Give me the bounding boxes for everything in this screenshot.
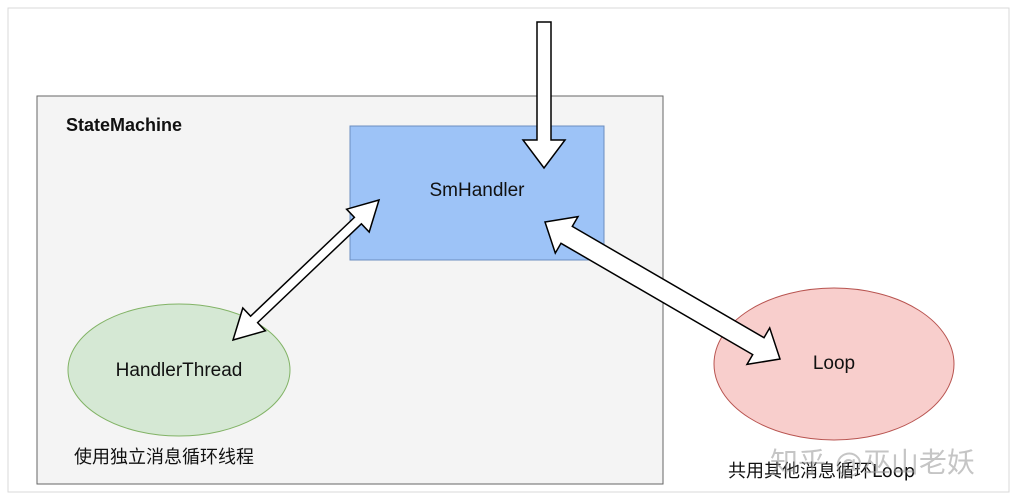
independent-loop-note: 使用独立消息循环线程 — [74, 447, 254, 468]
handlerthread-label: HandlerThread — [115, 360, 243, 381]
loop-label: Loop — [812, 353, 856, 374]
shared-loop-note: 共用其他消息循环Loop — [728, 461, 916, 482]
incoming-arrow — [521, 21, 567, 170]
loop-ellipse — [713, 287, 955, 441]
statemachine-label: StateMachine — [66, 115, 183, 135]
watermark: 知乎 @巫山老妖 — [770, 446, 975, 479]
double-arrow-smhandler-loop — [544, 215, 781, 366]
double-arrow-smhandler-handlerthread — [231, 198, 381, 342]
smhandler-label: SmHandler — [429, 180, 525, 201]
